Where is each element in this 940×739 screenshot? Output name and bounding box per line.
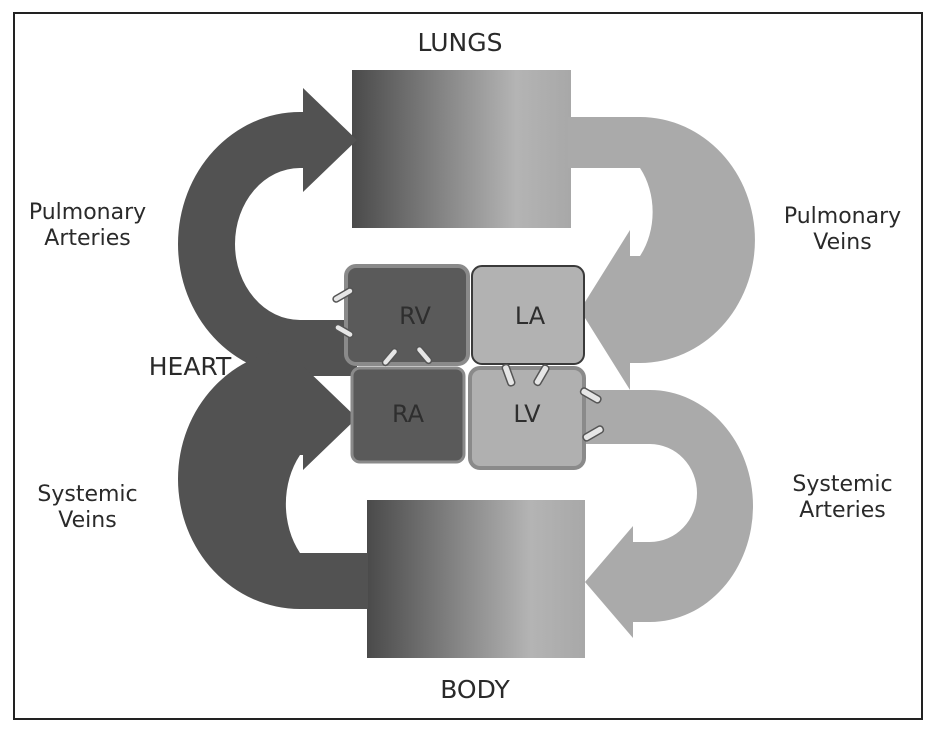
systemic-arteries-line-2: Arteries [799,497,886,523]
ra-label: RA [391,400,425,428]
body-label: BODY [440,675,510,704]
pulmonary-artery-arrow [178,88,357,376]
systemic-vein-arrow [178,349,368,609]
systemic-arteries-label: Systemic Arteries [770,472,915,524]
pulmonary-arteries-line-1: Pulmonary [28,200,147,225]
systemic-veins-line-1: Systemic [37,482,138,507]
heart-label: HEART [148,352,232,381]
rv-label: RV [399,302,431,330]
lv-chamber [468,366,586,470]
lv-label: LV [513,400,541,428]
systemic-veins-label: Systemic Veins [15,482,160,534]
pulmonary-veins-line-1: Pulmonary [783,204,902,229]
ra-chamber [350,366,466,464]
systemic-artery-arrow [580,390,753,638]
la-label: LA [514,302,546,330]
pulmonary-veins-line-2: Veins [813,229,872,255]
pulmonary-vein-arrow [568,117,755,390]
body-block [367,500,585,658]
systemic-veins-line-2: Veins [58,507,117,533]
lungs-block [352,70,571,228]
lungs-label: LUNGS [417,28,503,57]
pulmonary-arteries-line-2: Arteries [44,225,131,251]
systemic-arteries-line-1: Systemic [792,472,893,497]
la-chamber [471,265,585,365]
pulmonary-arteries-label: Pulmonary Arteries [10,200,165,252]
valve-flaps [332,287,605,442]
rv-chamber [344,264,470,366]
pulmonary-veins-label: Pulmonary Veins [765,204,920,256]
